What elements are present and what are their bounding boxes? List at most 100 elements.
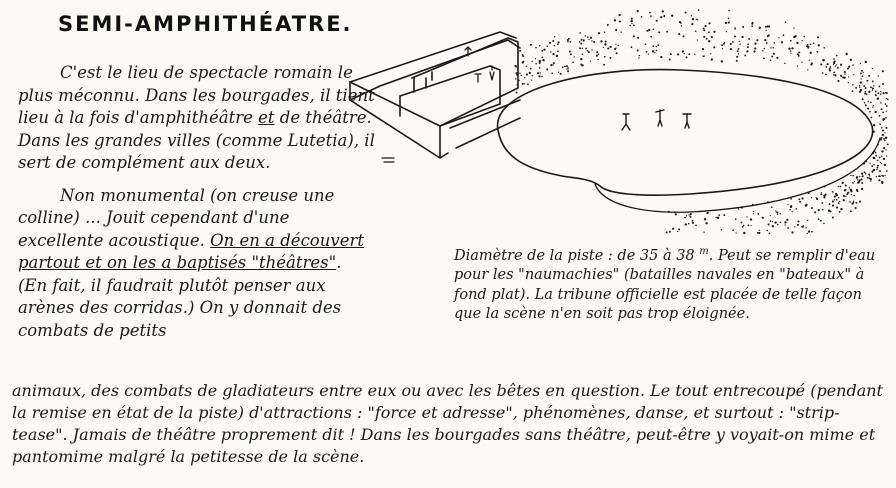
spectator-dot (864, 60, 867, 64)
spectator-dot (887, 98, 889, 101)
spectator-dot (609, 56, 612, 59)
spectator-dot (557, 41, 560, 44)
spectator-dot (784, 62, 786, 64)
spectator-dot (791, 231, 794, 234)
spectator-dot (869, 178, 872, 181)
spectator-dot (767, 223, 770, 226)
spectator-dot (786, 218, 789, 221)
spectator-dot (538, 61, 541, 64)
spectator-dot (852, 64, 854, 66)
spectator-dot (713, 30, 716, 33)
spectator-dot (797, 220, 800, 223)
spectator-dot (531, 74, 533, 77)
spectator-dot (762, 50, 764, 52)
spectator-dot (740, 221, 743, 224)
spectator-dot (652, 28, 655, 31)
spectator-dot (595, 54, 598, 57)
spectator-dot (671, 14, 674, 17)
spectator-dot (858, 90, 862, 93)
spectator-dot (874, 151, 877, 154)
spectator-dot (729, 42, 732, 45)
spectator-dot (704, 24, 707, 28)
spectator-dot (806, 219, 809, 222)
spectator-dot (796, 65, 799, 67)
spectator-dot (880, 155, 883, 157)
spectator-dot (515, 78, 517, 80)
spectator-dot (687, 222, 690, 225)
spectator-dot (691, 219, 694, 222)
arena-piste (496, 68, 874, 196)
spectator-dot (748, 38, 751, 40)
spectator-dot (630, 20, 633, 23)
spectator-dot (796, 223, 799, 226)
spectator-dot (734, 35, 737, 38)
stage-building (349, 31, 521, 159)
spectator-dot (655, 45, 658, 48)
spectator-dot (881, 174, 883, 177)
spectator-dot (871, 170, 874, 173)
spectator-dot (538, 44, 541, 47)
spectator-dot (835, 64, 838, 66)
spectator-dot (826, 63, 829, 66)
spectator-dot (776, 213, 779, 215)
spectator-dot (541, 49, 544, 52)
spectator-dot (864, 104, 867, 107)
spectator-dot (746, 46, 749, 49)
spectator-dot (860, 72, 862, 75)
spectator-dot (765, 42, 768, 44)
spectator-dot (768, 25, 771, 28)
spectator-dot (677, 53, 680, 56)
spectator-dot (550, 51, 552, 53)
spectator-dot (815, 196, 817, 199)
spectator-dot (658, 31, 661, 34)
spectator-dot (567, 70, 569, 73)
spectator-dot (587, 36, 589, 39)
spectator-dot (790, 205, 793, 208)
spectator-dot (550, 64, 553, 67)
spectator-dot (846, 193, 849, 196)
spectator-dot (884, 136, 888, 139)
spectator-dot (604, 43, 607, 46)
spectator-dot (835, 54, 838, 57)
spectator-dot (848, 187, 850, 189)
spectator-dot (579, 47, 582, 50)
spectator-dot (534, 58, 537, 60)
spectator-dot (692, 222, 694, 224)
spectator-dot (752, 213, 755, 215)
spectator-dot (787, 227, 790, 229)
spectator-dot (846, 67, 849, 70)
spectator-dot (741, 35, 744, 39)
spectator-dot (838, 200, 841, 203)
spectator-dot (568, 37, 570, 40)
spectator-dot (871, 80, 874, 83)
spectator-dot (828, 67, 831, 70)
spectator-dot (832, 63, 835, 66)
spectator-dot (832, 74, 835, 76)
spectator-dot (862, 71, 864, 74)
spectator-dot (720, 229, 723, 231)
spectator-dot (552, 64, 554, 66)
spectator-dot (871, 165, 874, 168)
spectator-dot (535, 62, 537, 65)
spectator-dot (855, 86, 858, 89)
spectator-dot (721, 44, 724, 47)
spectator-dot (697, 9, 700, 11)
spectator-dot (878, 179, 881, 182)
spectator-dot (861, 75, 864, 77)
spectator-dot (580, 42, 583, 45)
spectator-dot (869, 175, 871, 177)
spectator-dot (879, 170, 881, 173)
spectator-dot (669, 53, 672, 56)
spectator-dot (885, 98, 887, 100)
spectator-dot (882, 175, 885, 177)
spectator-dot (849, 201, 851, 203)
spectator-dot (713, 46, 716, 49)
spectator-dot (706, 212, 709, 215)
spectator-dot (806, 45, 809, 48)
spectator-dot (587, 51, 590, 54)
spectator-dot (879, 161, 881, 164)
spectator-dots (514, 9, 889, 235)
spectator-dot (567, 68, 569, 70)
spectator-dot (821, 202, 824, 204)
spectator-dot (860, 187, 864, 191)
